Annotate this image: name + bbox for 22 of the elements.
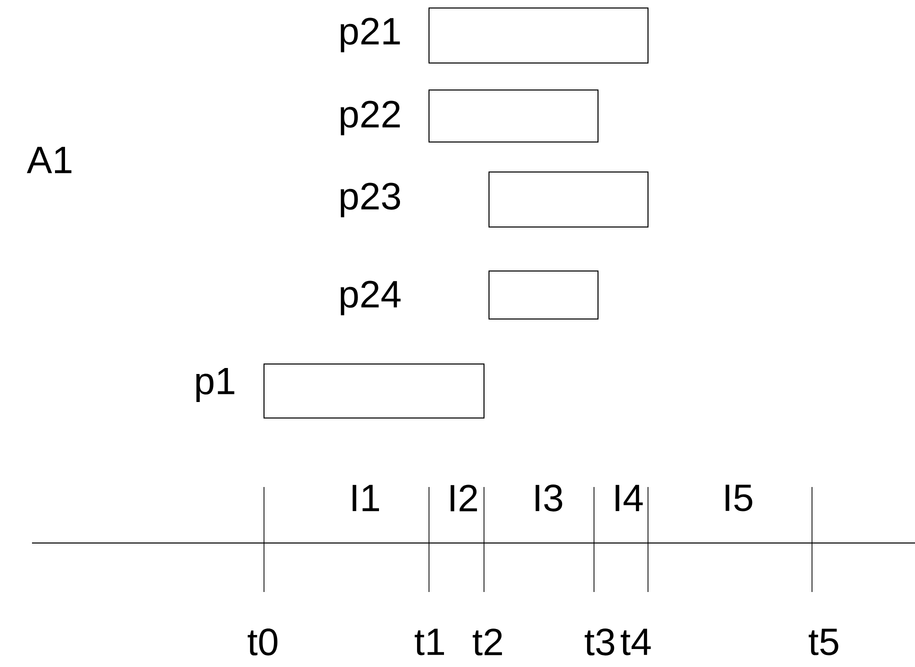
node-label: p21 — [340, 18, 400, 52]
time-label: t2 — [472, 628, 502, 656]
interval-label: I1 — [352, 484, 379, 512]
time-label: t0 — [248, 628, 278, 656]
time-label: t3 — [584, 628, 614, 656]
interval-label: I5 — [726, 484, 752, 512]
bar: p21 — [340, 8, 648, 64]
bar: p1 — [196, 364, 484, 418]
time-label: t1 — [414, 628, 444, 656]
bar: p22 — [340, 90, 598, 142]
node-label: p1 — [196, 368, 234, 402]
axis-label: A1 — [26, 146, 72, 174]
interval-label: I4 — [616, 484, 643, 512]
interval-label: I2 — [450, 484, 477, 512]
bar: p23 — [340, 172, 648, 228]
node-label: p22 — [340, 100, 400, 136]
node-label: p24 — [340, 280, 401, 316]
bar: p24 — [340, 270, 598, 320]
time-label: t5 — [808, 628, 838, 656]
interval-label: I3 — [536, 484, 562, 512]
node-label: p23 — [340, 182, 400, 218]
time-label: t4 — [620, 628, 651, 656]
